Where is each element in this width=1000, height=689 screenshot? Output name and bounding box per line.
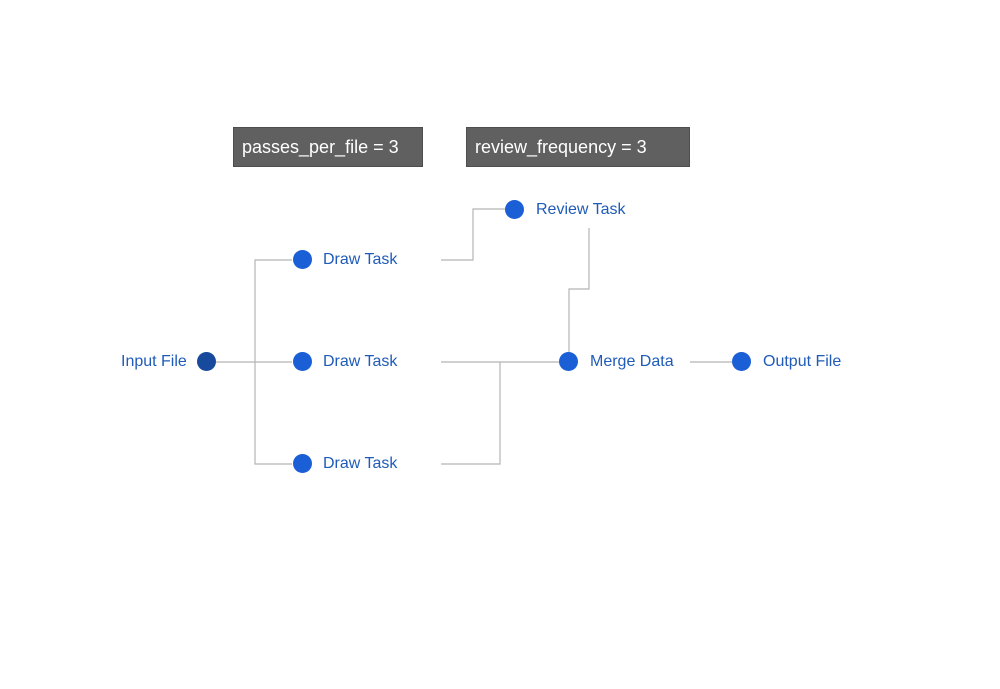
edge-draw-bottom-to-merge xyxy=(441,362,501,465)
node-merge-data[interactable] xyxy=(559,352,578,371)
edge-review-to-merge xyxy=(568,228,590,352)
param-review-frequency-text: review_frequency = 3 xyxy=(475,137,647,157)
node-review-task[interactable] xyxy=(505,200,524,219)
node-label-draw-task-top: Draw Task xyxy=(323,251,398,268)
param-passes-per-file-text: passes_per_file = 3 xyxy=(242,137,399,157)
node-input-file[interactable] xyxy=(197,352,216,371)
param-box-review-frequency: review_frequency = 3 xyxy=(466,127,690,167)
node-label-draw-task-bottom: Draw Task xyxy=(323,455,398,472)
node-label-output-file: Output File xyxy=(763,353,842,370)
edge-draw-top-to-review xyxy=(441,208,505,261)
node-label-draw-task-middle: Draw Task xyxy=(323,353,398,370)
node-label-input-file: Input File xyxy=(121,353,187,370)
edge-input-branch-top-bottom xyxy=(254,259,292,465)
node-draw-task-top[interactable] xyxy=(293,250,312,269)
node-draw-task-bottom[interactable] xyxy=(293,454,312,473)
node-draw-task-middle[interactable] xyxy=(293,352,312,371)
node-label-merge-data: Merge Data xyxy=(590,353,674,370)
node-label-review-task: Review Task xyxy=(536,201,626,218)
node-output-file[interactable] xyxy=(732,352,751,371)
param-box-passes-per-file: passes_per_file = 3 xyxy=(233,127,423,167)
